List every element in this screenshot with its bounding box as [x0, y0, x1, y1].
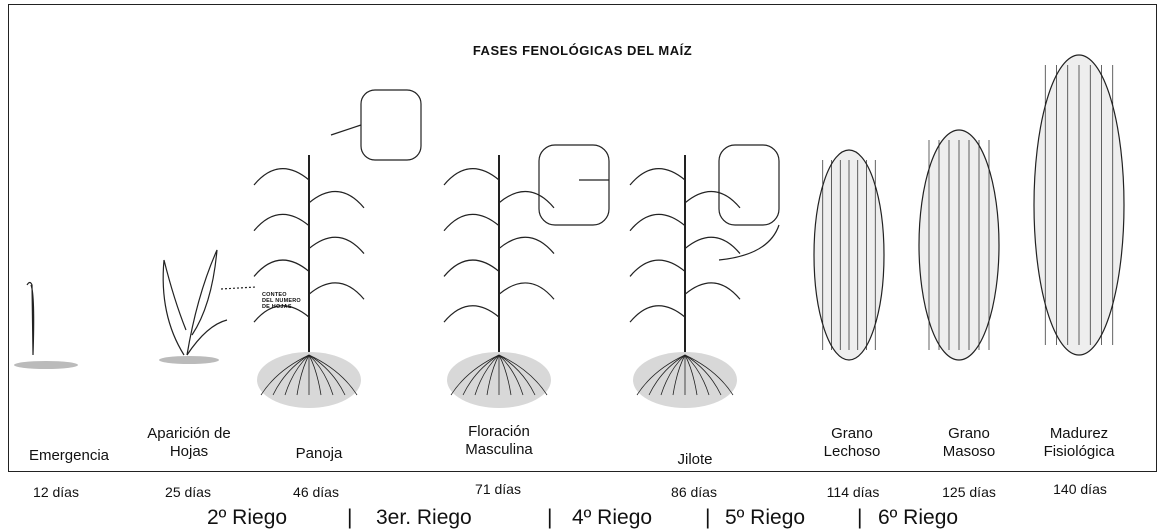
panoja-plant-leaf [254, 169, 309, 185]
stage-label-floracion: FloraciónMasculina [439, 423, 559, 459]
irrigation-4: 4º Riego [572, 506, 652, 530]
days-madurez: 140 días [1030, 481, 1130, 497]
stage-label-aparicion: Aparición deHojas [129, 425, 249, 461]
stage-label-madurez: MadurezFisiológica [1019, 425, 1139, 461]
stage-label-emergencia: Emergencia [9, 447, 129, 465]
irrigation-6: 6º Riego [878, 506, 958, 530]
floracion-plant-leaf [444, 306, 499, 322]
jilote-plant-leaf [630, 260, 685, 276]
panoja-plant-leaf [309, 283, 364, 299]
days-grano-masoso: 125 días [919, 484, 1019, 500]
jilote-plant-leaf [685, 237, 740, 253]
panoja-plant-leaf [309, 191, 364, 207]
days-aparicion: 25 días [138, 484, 238, 500]
illustration-canvas [9, 5, 1157, 472]
irrigation-separator: | [705, 506, 710, 530]
jilote-plant-leaf [630, 169, 685, 185]
irrigation-separator: | [547, 506, 552, 530]
stage-label-grano-masoso: GranoMasoso [909, 425, 1029, 461]
floracion-plant-leaf [444, 214, 499, 230]
days-grano-lechoso: 114 días [803, 484, 903, 500]
stage-label-panoja: Panoja [259, 445, 379, 463]
leaf-count-annotation: CONTEODEL NUMERODE HOJAS [262, 292, 301, 310]
leaf-emergence-drawing [159, 250, 256, 364]
floracion-plant-leaf [499, 191, 554, 207]
days-emergencia: 12 días [6, 484, 106, 500]
floracion-inset [539, 145, 609, 225]
stage-label-jilote: Jilote [635, 451, 755, 469]
irrigation-separator: | [347, 506, 352, 530]
panoja-plant-leaf [309, 237, 364, 253]
phenology-figure: FASES FENOLÓGICAS DEL MAÍZ CONTEODEL NUM… [8, 4, 1157, 472]
panoja-plant-leaf [254, 260, 309, 276]
stage-label-grano-lechoso: GranoLechoso [792, 425, 912, 461]
jilote-plant-leaf [630, 306, 685, 322]
irrigation-3: 3er. Riego [376, 506, 472, 530]
days-panoja: 46 días [266, 484, 366, 500]
days-floracion: 71 días [448, 481, 548, 497]
irrigation-separator: | [857, 506, 862, 530]
jilote-plant-leaf [685, 191, 740, 207]
figure-title: FASES FENOLÓGICAS DEL MAÍZ [9, 43, 1156, 58]
floracion-plant-leaf [499, 283, 554, 299]
emergence-seedling-drawing [14, 283, 78, 370]
jilote-plant-leaf [685, 283, 740, 299]
panoja-plant-leaf [254, 214, 309, 230]
floracion-plant-leaf [499, 237, 554, 253]
floracion-plant-leaf [444, 169, 499, 185]
irrigation-5: 5º Riego [725, 506, 805, 530]
days-jilote: 86 días [644, 484, 744, 500]
jilote-inset [719, 145, 779, 225]
floracion-plant-leaf [444, 260, 499, 276]
jilote-plant-leaf [630, 214, 685, 230]
irrigation-2: 2º Riego [207, 506, 287, 530]
panoja-inset [361, 90, 421, 160]
